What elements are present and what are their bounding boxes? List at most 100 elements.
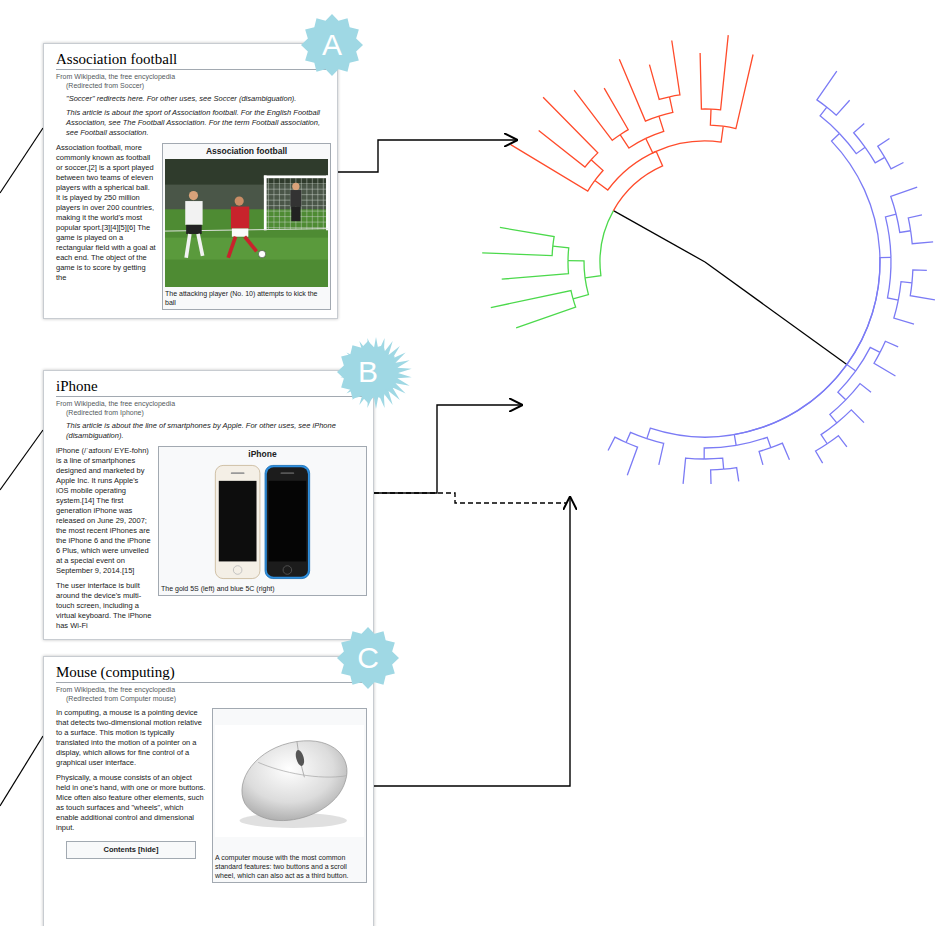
dendrogram-branch [837, 410, 864, 423]
dendrogram-branch [839, 134, 865, 154]
dendrogram-branch [539, 131, 591, 168]
leader-line [0, 736, 43, 806]
dendrogram-branch [669, 40, 679, 96]
dendrogram-branch [894, 300, 914, 324]
dendrogram-branch [710, 109, 723, 126]
dendrogram-branch [734, 365, 847, 446]
dendrogram-branch [817, 71, 837, 107]
source-line: From Wikipedia, the free encyclopedia [56, 399, 365, 408]
dendrogram-branch [595, 151, 656, 190]
dendrogram-branch [656, 126, 723, 151]
player-leg [186, 234, 190, 258]
net-line [312, 178, 313, 229]
photo-ground [215, 725, 364, 837]
contents-box: Contents [hide] [66, 841, 196, 859]
letter-badge: B [333, 337, 403, 407]
infobox: Association footballThe attacking player… [162, 143, 331, 310]
phone-body [265, 465, 310, 578]
dendrogram-branch [820, 107, 839, 133]
contents-heading: Contents [hide] [70, 845, 192, 855]
scroll-wheel [294, 749, 305, 767]
dendrogram-branch [847, 365, 856, 371]
body-paragraph: The user interface is built around the d… [56, 581, 152, 631]
net-line [284, 178, 285, 229]
dendrogram-branch [878, 138, 890, 157]
net-line [273, 178, 274, 229]
redirect-note: (Redirected from Soccer) [56, 81, 329, 90]
arrow [338, 140, 517, 172]
net-line [317, 178, 318, 229]
dendrogram-branch [619, 59, 659, 121]
leader-line [0, 128, 43, 193]
dendrogram-branch [911, 231, 933, 244]
infobox-heading: iPhone [161, 449, 364, 460]
dendrogram-branch [647, 365, 847, 439]
striker-shorts [232, 228, 248, 236]
ball [258, 250, 265, 257]
redirect-note: (Redirected from Iphone) [56, 408, 365, 417]
badge-letter: C [333, 623, 403, 693]
dendrogram-branch [704, 445, 736, 459]
dendrogram-branch [908, 215, 922, 231]
dendrogram-branch [649, 65, 669, 100]
infobox: iPhoneThe gold 5S (left) and blue 5C (ri… [158, 446, 367, 596]
infobox-image [215, 711, 364, 851]
dendrogram-branch [759, 448, 771, 465]
dendrogram-branch [724, 468, 739, 482]
dendrogram-branch [511, 145, 595, 192]
article-panel: iPhone From Wikipedia, the free encyclope… [43, 370, 374, 640]
dendrogram-branch [846, 384, 871, 400]
hatnote: This article is about the sport of Assoc… [56, 108, 329, 138]
leader-lines [0, 128, 43, 806]
dendrogram-branch [827, 100, 850, 115]
net-line [306, 178, 307, 229]
player-leg [198, 234, 203, 256]
infobox-image [161, 462, 364, 582]
player-head [189, 191, 198, 200]
dendrogram-branch [482, 246, 553, 256]
player-shirt [185, 201, 202, 225]
dendrogram-branch [830, 400, 846, 423]
player-shorts [186, 225, 202, 234]
badge-letter: B [333, 337, 403, 407]
letter-badge: A [297, 10, 367, 80]
infobox: A computer mouse with the most common st… [212, 708, 367, 883]
infobox-heading: Association football [165, 146, 328, 157]
dendrogram [482, 35, 935, 484]
dendrogram-branch [898, 282, 912, 300]
phone-speaker [231, 472, 245, 474]
home-button [283, 566, 292, 575]
dendrogram-branch [816, 444, 828, 463]
dendrogram-branch [568, 261, 585, 278]
dendrogram-branch [838, 371, 856, 400]
dashed-arrow [374, 493, 566, 503]
net-line [323, 178, 324, 229]
dendrogram-branch [880, 341, 898, 352]
dendrogram-branch [626, 443, 637, 476]
article-title: Association football [56, 50, 329, 70]
article-panel: Association footballFrom Wikipedia, the … [43, 43, 338, 319]
dendrogram-branch [874, 352, 895, 376]
net-line [265, 227, 328, 228]
keeper-legs [291, 207, 300, 222]
arrow [374, 405, 522, 493]
phone-screen [219, 481, 257, 562]
dendrogram-branch [854, 124, 865, 148]
dendrogram-branch [573, 278, 588, 299]
dendrogram-branch [896, 214, 911, 232]
phone-screen [269, 481, 307, 562]
hatnote: "Soccer" redirects here. For other uses,… [56, 94, 329, 104]
dendrogram-branch [891, 187, 917, 214]
dendrogram-branch [608, 437, 626, 450]
dendrogram-branch [771, 443, 790, 460]
dendrogram-branch [659, 97, 673, 116]
source-line: From Wikipedia, the free encyclopedia [56, 685, 365, 694]
dendrogram-branch [574, 90, 620, 140]
dendrogram-branch [604, 88, 628, 135]
dendrogram-branch [705, 262, 847, 365]
dendrogram-branch [491, 291, 573, 308]
goal-net [265, 178, 328, 229]
dendrogram-branch [711, 35, 728, 110]
net-line [279, 178, 280, 229]
